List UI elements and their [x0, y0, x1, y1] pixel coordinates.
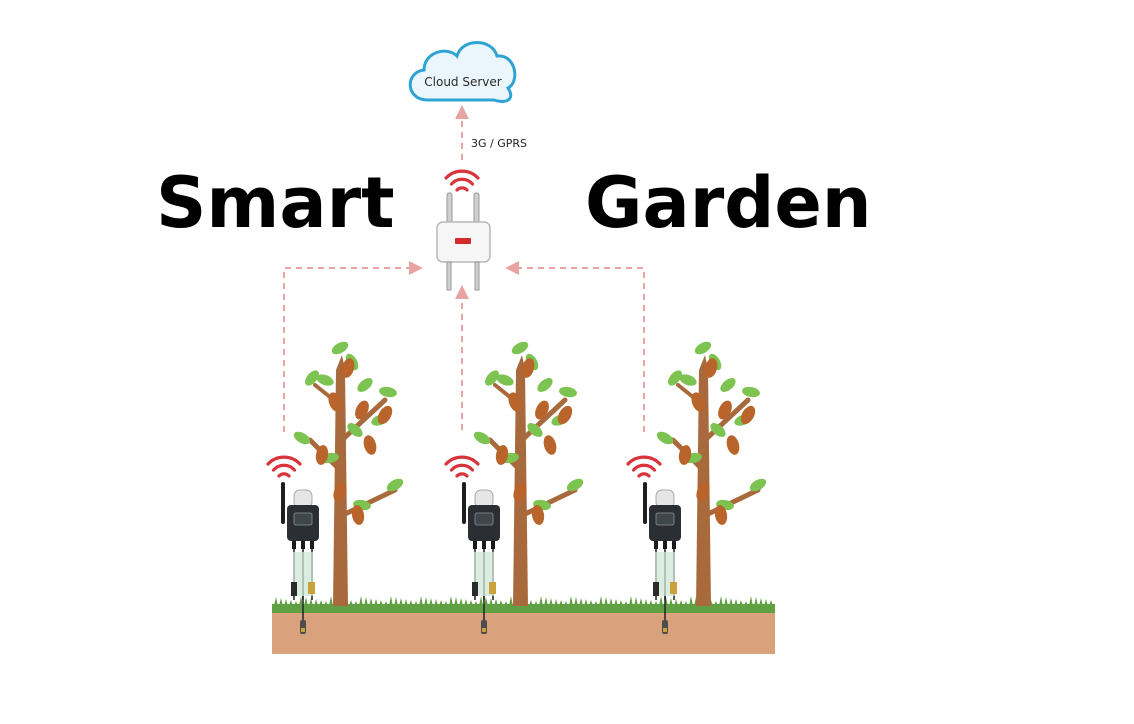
cloud-server-label: Cloud Server: [424, 75, 502, 89]
wifi-signal-icon: [444, 169, 480, 192]
sensor-node-icon: [462, 482, 500, 634]
soil-strip: [272, 611, 775, 654]
gateway-icon: [436, 192, 491, 291]
uplink-label: 3G / GPRS: [471, 137, 527, 150]
cloud-icon: [408, 41, 517, 103]
wifi-signal-icon: [444, 455, 480, 478]
tree-icon: [293, 341, 404, 606]
left-node-link: [283, 261, 423, 432]
sensor-node-icon: [281, 482, 319, 634]
wifi-signal-icon: [626, 455, 662, 478]
grass-strip: [272, 596, 775, 613]
tree-icon: [473, 341, 584, 606]
wifi-signal-icon: [266, 455, 302, 478]
cloud-server-node: Cloud Server: [408, 41, 517, 103]
title-smart: Smart: [156, 162, 395, 244]
tree-icon: [656, 341, 767, 606]
sensor-node-icon: [643, 482, 681, 634]
right-node-link: [505, 261, 645, 432]
title-garden: Garden: [585, 162, 872, 244]
